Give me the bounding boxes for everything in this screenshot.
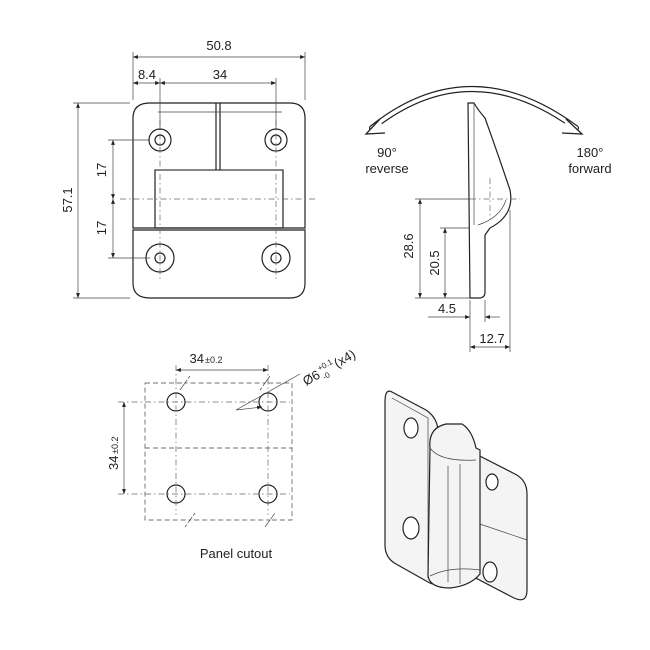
iso-back-leaf: [384, 390, 439, 585]
side-view: 90° reverse 180° forward 28.6 20.5 4.5 1…: [364, 86, 612, 352]
dim-hole-spacing-width: 34: [213, 67, 227, 82]
iso-front-leaf: [467, 449, 528, 601]
arrow-right-icon: [561, 118, 584, 135]
dim-overall-height: 57.1: [60, 187, 75, 212]
dim-left-offset: 8.4: [138, 67, 156, 82]
front-view: 50.8 8.4 34 57.1 17 17: [60, 38, 318, 299]
dim-lower-height: 17: [94, 221, 109, 235]
iso-hole-1: [403, 417, 419, 439]
dim-side-depth: 12.7: [479, 331, 504, 346]
iso-knuckle: [427, 423, 481, 589]
dim-side-height-inner: 20.5: [427, 250, 442, 275]
forward-label: forward: [568, 161, 611, 176]
cutout-spacing-y: 34: [106, 456, 121, 470]
iso-hole-2: [402, 516, 420, 540]
dim-overall-width: 50.8: [206, 38, 231, 53]
panel-cutout-caption: Panel cutout: [200, 546, 273, 561]
cutout-spacing-x: 34: [190, 351, 204, 366]
dim-side-height-outer: 28.6: [401, 233, 416, 258]
dim-upper-height: 17: [94, 163, 109, 177]
hinge-lower-leaf: [132, 229, 306, 299]
cutout-spacing-x-tol: ±0.2: [205, 355, 222, 365]
forward-angle: 180°: [577, 145, 604, 160]
iso-hole-4: [482, 561, 498, 583]
panel-cutout-view: 34 ±0.2 34 ±0.2 Ø6 +0.1 -0 (x4) Panel cu…: [106, 346, 358, 561]
hinge-upper-leaf: [132, 102, 306, 229]
reverse-angle: 90°: [377, 145, 397, 160]
hinge-side-profile: [467, 102, 512, 299]
hole-callout: Ø6 +0.1 -0 (x4): [300, 346, 358, 388]
dim-side-thickness: 4.5: [438, 301, 456, 316]
arrow-left-icon: [364, 118, 386, 135]
hole-tol-lower: -0: [321, 370, 332, 382]
isometric-view: [384, 390, 528, 601]
cutout-spacing-y-tol: ±0.2: [110, 437, 120, 454]
reverse-label: reverse: [365, 161, 408, 176]
iso-hole-3: [485, 473, 499, 491]
hole-count: (x4): [331, 346, 358, 370]
